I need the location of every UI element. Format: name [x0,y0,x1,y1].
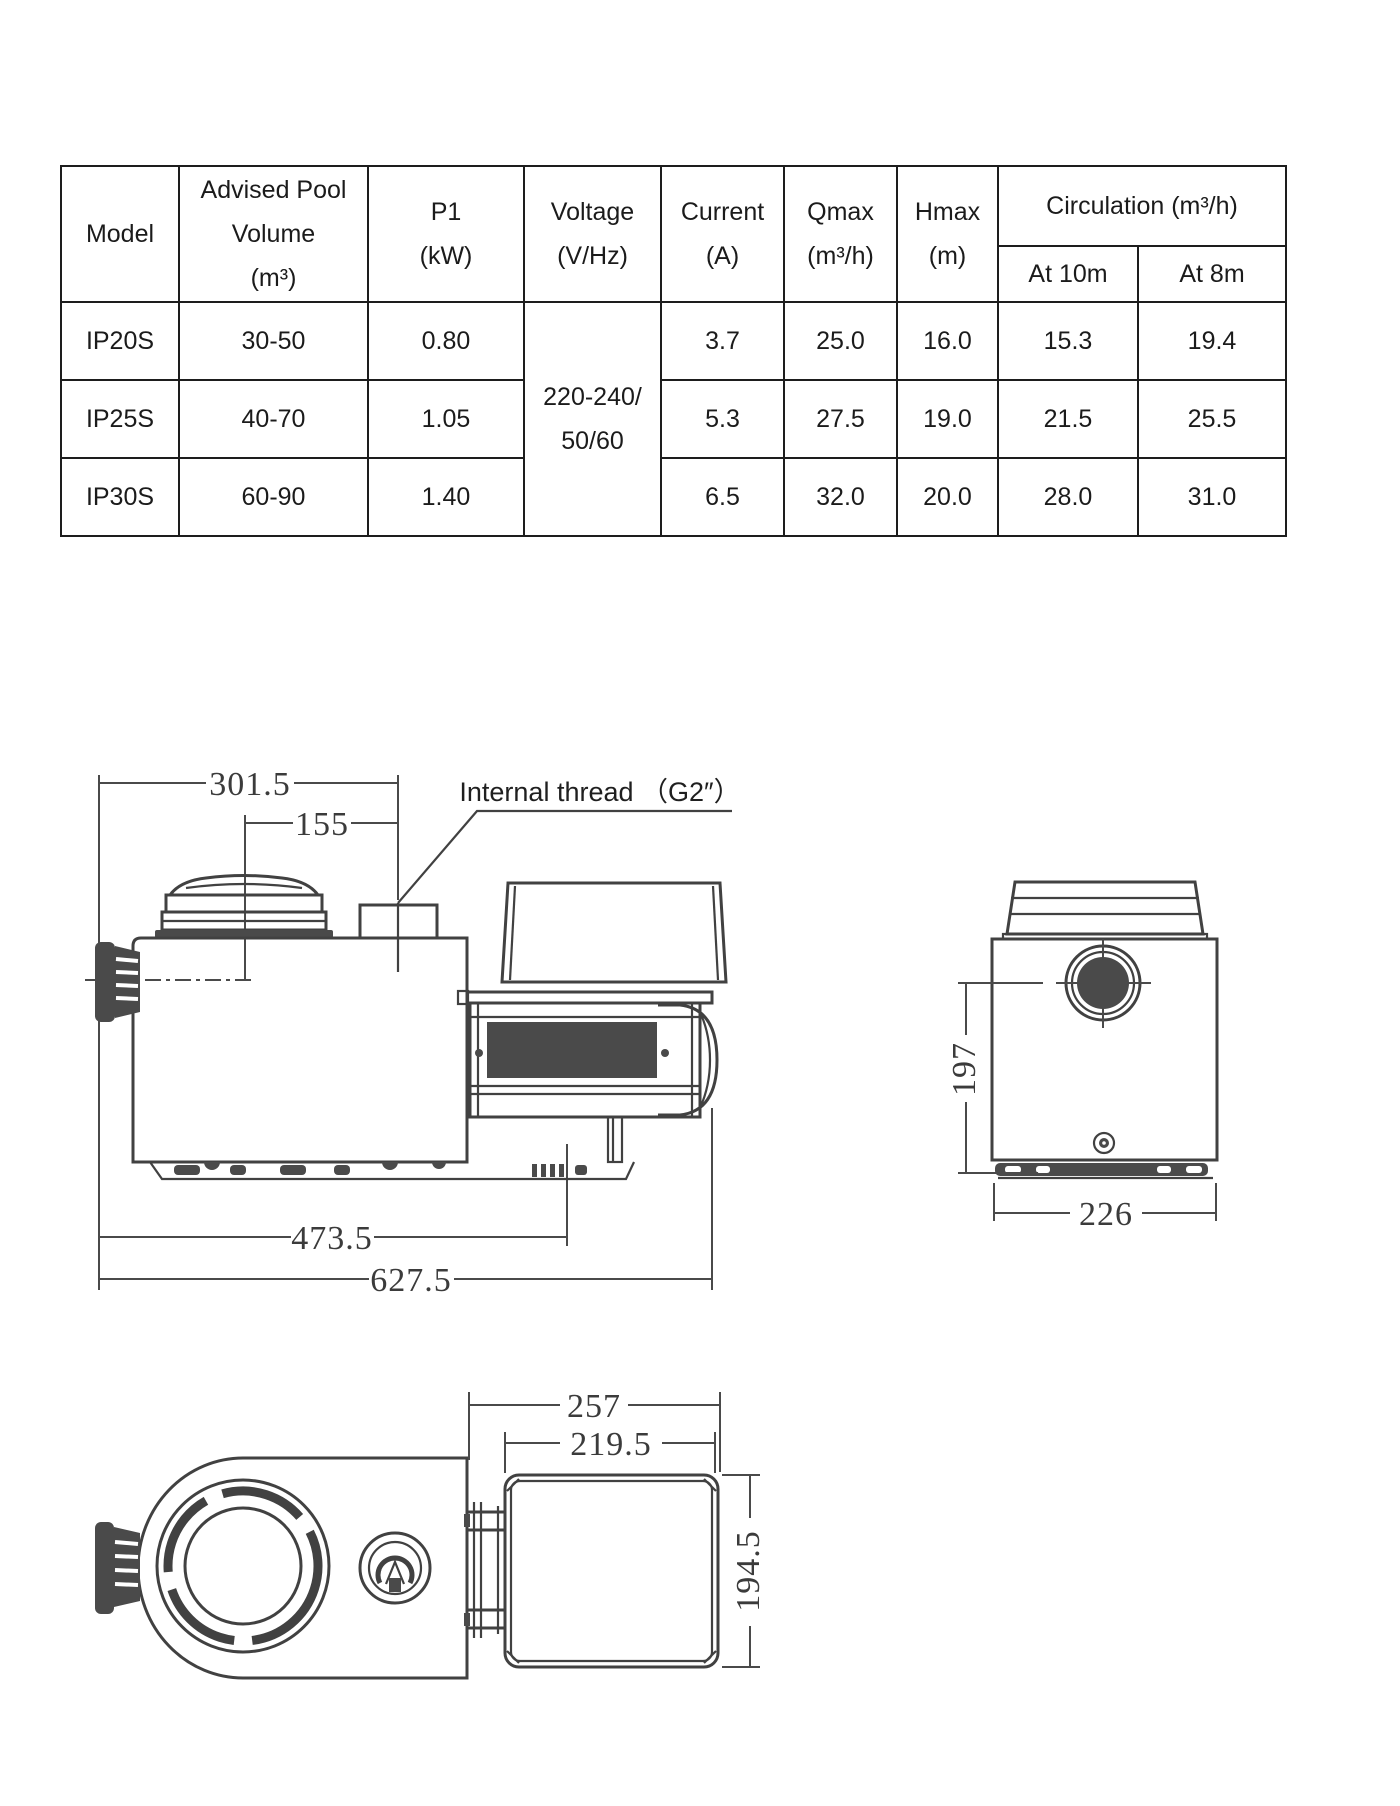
cell-at8-1: 25.5 [1136,379,1288,459]
dimension-473-5: 473.5 [291,1220,373,1257]
col-header-volume: Advised Pool Volume (m³) [178,165,369,303]
cell-volume-0: 30-50 [178,301,369,381]
clamp-adapter [464,1502,506,1638]
dimension-group-257: 257 [468,1388,721,1472]
side-view-drawing: 301.5 155 Internal thread （G2″） [85,766,740,1299]
cell-volume-1: 40-70 [178,379,369,459]
rear-feet [995,1163,1213,1180]
pump-tank-body [131,936,469,1164]
dimension-301-5: 301.5 [209,766,291,803]
dimension-group-197: 197 [946,982,1043,1174]
cell-model-2: IP30S [60,457,180,537]
internal-thread-label: Internal thread （G2″） [459,777,740,807]
col-header-model: Model [60,165,180,303]
spec-table: Model Advised Pool Volume (m³) P1 (kW) V… [60,165,1288,537]
cell-qmax-1: 27.5 [783,379,898,459]
cell-qmax-0: 25.0 [783,301,898,381]
col-header-at8m: At 8m [1136,245,1288,303]
cell-at8-2: 31.0 [1136,457,1288,537]
lock-knob [358,1531,432,1605]
cell-hmax-0: 16.0 [896,301,999,381]
cell-volume-2: 60-90 [178,457,369,537]
dimension-155: 155 [295,806,349,843]
dimension-group-226: 226 [993,1183,1217,1233]
cell-model-0: IP20S [60,301,180,381]
cell-at10-2: 28.0 [997,457,1139,537]
thread-callout: Internal thread （G2″） [397,777,740,904]
rear-lid [1001,880,1209,941]
motor-band [487,1022,657,1078]
dimension-226: 226 [1079,1196,1133,1233]
lock-icon [375,1555,415,1585]
col-header-p1: P1 (kW) [367,165,525,303]
dimension-group-219-5: 219.5 [504,1426,716,1473]
dimension-194-5: 194.5 [730,1530,767,1612]
top-pump-body [136,1456,469,1680]
cell-qmax-2: 32.0 [783,457,898,537]
col-header-voltage: Voltage (V/Hz) [523,165,662,303]
cell-at10-0: 15.3 [997,301,1139,381]
top-motor-body [503,1473,720,1669]
dimension-group-473-5: 473.5 [98,1220,568,1257]
motor-housing [456,989,719,1164]
col-header-qmax: Qmax (m³/h) [783,165,898,303]
col-header-circulation: Circulation (m³/h) [996,165,1288,247]
base-strip [149,1161,635,1181]
cell-model-1: IP25S [60,379,180,459]
motor-cover [500,881,728,984]
rear-body [990,937,1219,1162]
col-header-hmax: Hmax (m) [896,165,999,303]
cell-current-2: 6.5 [660,457,785,537]
col-header-current: Current (A) [660,165,785,303]
rear-inlet-port [1056,939,1151,1028]
cell-at8-0: 19.4 [1136,301,1288,381]
inlet-union [85,942,252,1022]
cell-current-0: 3.7 [660,301,785,381]
cell-p1-1: 1.05 [367,379,525,459]
cell-at10-1: 21.5 [997,379,1139,459]
dimension-197: 197 [946,1042,983,1096]
motor-foot [606,1115,624,1164]
cell-p1-0: 0.80 [367,301,525,381]
dimension-group-155: 155 [244,806,399,843]
dimension-219-5: 219.5 [570,1426,652,1463]
top-lid-ring [155,1478,331,1654]
cell-current-1: 5.3 [660,379,785,459]
dimension-257: 257 [567,1388,621,1425]
rear-view-drawing: 197 226 [946,880,1219,1233]
strainer-lid [155,874,333,938]
cell-voltage-shared: 220-240/ 50/60 [523,301,662,537]
cell-p1-2: 1.40 [367,457,525,537]
cell-hmax-2: 20.0 [896,457,999,537]
motor-end-cap [658,1003,719,1117]
drain-plug [1092,1131,1116,1155]
dimension-group-301-5: 301.5 [98,766,399,803]
dimension-627-5: 627.5 [370,1262,452,1299]
col-header-at10m: At 10m [997,245,1139,303]
dimension-group-194-5: 194.5 [722,1474,767,1668]
top-inlet-union [95,1522,140,1614]
cell-hmax-1: 19.0 [896,379,999,459]
dimension-group-627-5: 627.5 [98,1262,713,1299]
top-view-drawing: 257 219.5 194.5 [95,1388,767,1680]
